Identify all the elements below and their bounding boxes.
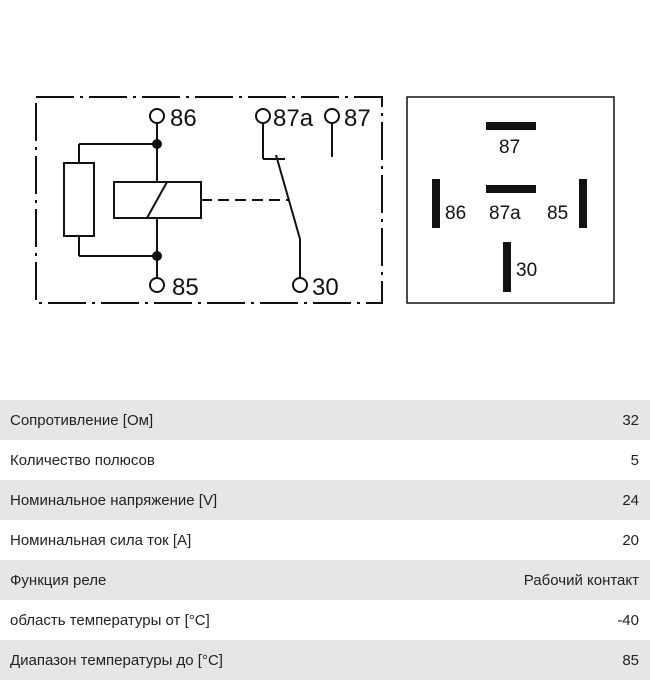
relay-diagrams: 86 85 87a 87 30 87 86 87a 85 30: [35, 96, 615, 304]
spec-table: Сопротивление [Ом] 32 Количество полюсов…: [0, 400, 650, 680]
socket-87a-label: 87a: [489, 203, 521, 224]
terminal-87a-label: 87a: [273, 105, 314, 132]
socket-layout: [406, 96, 615, 304]
terminal-86-circle: [149, 108, 165, 124]
spec-label: Количество полюсов: [10, 451, 155, 469]
socket-30-label: 30: [516, 260, 537, 281]
terminal-85-circle: [149, 277, 165, 293]
spec-row: Диапазон температуры до [°C] 85: [0, 640, 650, 680]
spec-label: Сопротивление [Ом]: [10, 411, 154, 429]
pin-85-bar: [579, 179, 587, 228]
spec-label: область температуры от [°C]: [10, 611, 210, 629]
switch-contact: [275, 154, 301, 240]
spec-row: Количество полюсов 5: [0, 440, 650, 480]
socket-85-label: 85: [547, 203, 568, 224]
spec-row: Функция реле Рабочий контакт: [0, 560, 650, 600]
junction-dot: [152, 251, 162, 261]
pin-86-bar: [432, 179, 440, 228]
terminal-87-circle: [324, 108, 340, 124]
spec-value: 32: [622, 411, 639, 429]
spec-row: область температуры от [°C] -40: [0, 600, 650, 640]
socket-87-label: 87: [499, 137, 520, 158]
spec-value: 85: [622, 651, 639, 669]
junction-dot: [152, 139, 162, 149]
spec-value: 24: [622, 491, 639, 509]
spec-label: Диапазон температуры до [°C]: [10, 651, 223, 669]
spec-row: Сопротивление [Ом] 32: [0, 400, 650, 440]
resistor: [63, 162, 95, 237]
spec-value: 20: [622, 531, 639, 549]
socket-86-label: 86: [445, 203, 466, 224]
spec-label: Функция реле: [10, 571, 107, 589]
relay-diagram-area: 86 85 87a 87 30 87 86 87a 85 30: [35, 96, 615, 304]
terminal-30-circle: [292, 277, 308, 293]
socket-border: [406, 96, 615, 304]
schematic-border: [35, 96, 383, 304]
spec-row: Номинальное напряжение [V] 24: [0, 480, 650, 520]
spec-value: -40: [617, 611, 639, 629]
terminal-87-label: 87: [344, 105, 371, 132]
spec-label: Номинальное напряжение [V]: [10, 491, 218, 509]
pin-30-bar: [503, 242, 511, 292]
coil-diagonal: [146, 181, 168, 219]
spec-value: 5: [630, 451, 639, 469]
pin-87a-bar: [486, 185, 536, 193]
spec-value: Рабочий контакт: [523, 571, 639, 589]
spec-row: Номинальная сила ток [A] 20: [0, 520, 650, 560]
terminal-86-label: 86: [170, 105, 197, 132]
relay-schematic: [35, 96, 383, 304]
spec-label: Номинальная сила ток [A]: [10, 531, 192, 549]
terminal-85-label: 85: [172, 274, 199, 301]
pin-87-bar: [486, 122, 536, 130]
terminal-30-label: 30: [312, 274, 339, 301]
terminal-87a-circle: [255, 108, 271, 124]
